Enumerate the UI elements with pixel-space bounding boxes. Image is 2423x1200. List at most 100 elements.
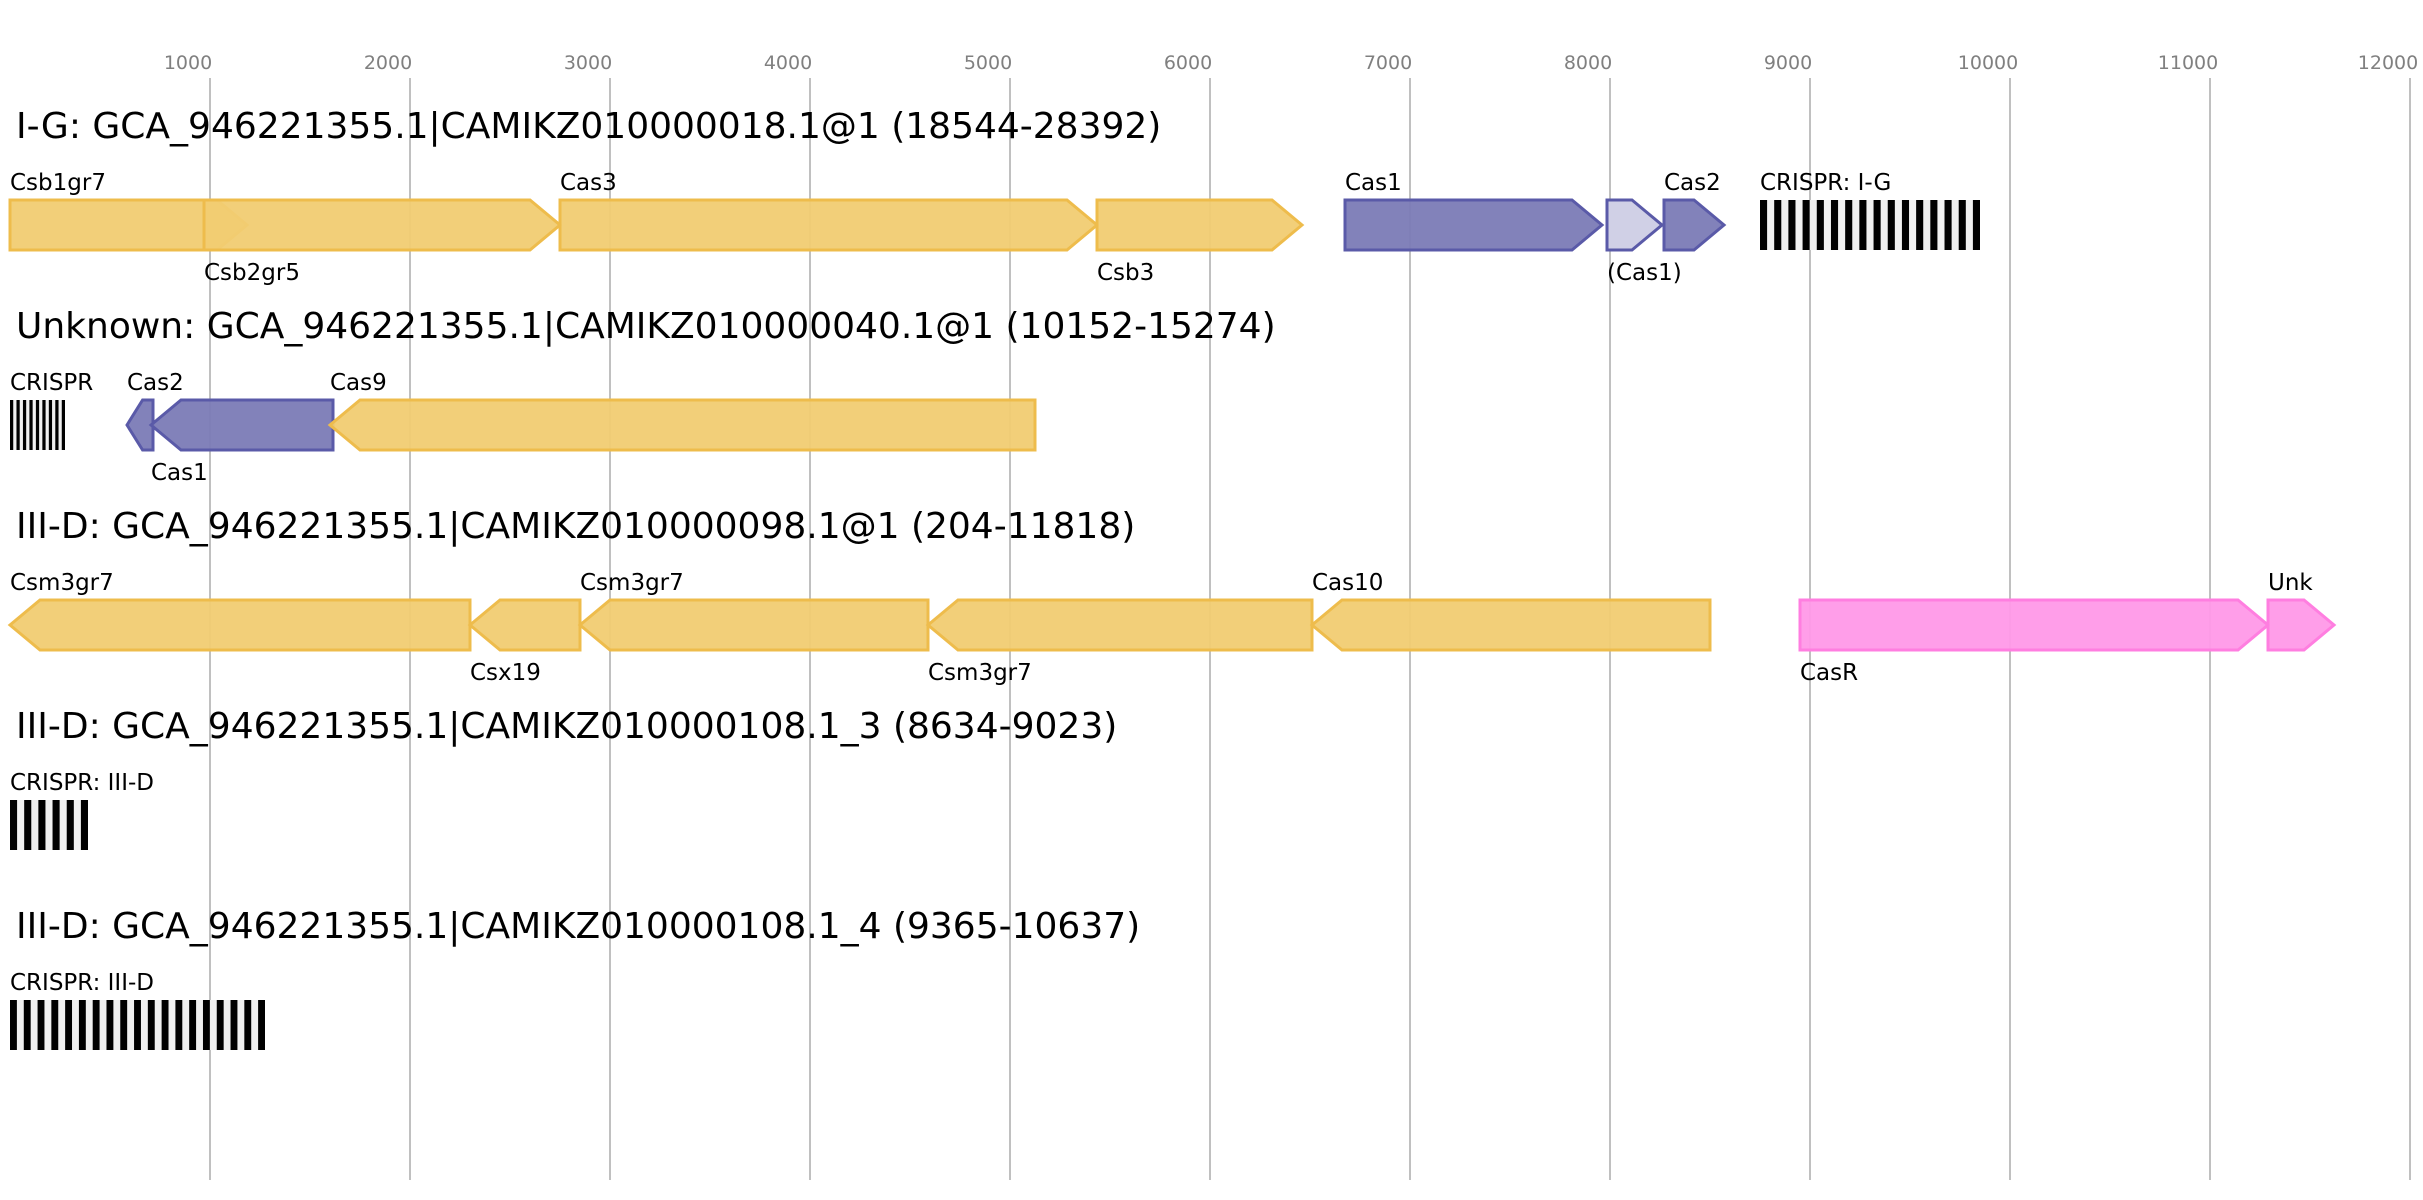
feature-label: (Cas1) bbox=[1607, 260, 1682, 286]
axis-tick-label: 12000 bbox=[2358, 52, 2418, 74]
crispr-repeat bbox=[65, 1000, 73, 1050]
crispr-repeat bbox=[1972, 200, 1980, 250]
gene-shape-adaptation[interactable] bbox=[1662, 198, 1727, 252]
gene-arrow[interactable]: (Cas1) bbox=[1605, 198, 1682, 286]
gene-arrow[interactable]: Cas10 bbox=[1309, 570, 1712, 652]
crispr-repeat bbox=[189, 1000, 197, 1050]
gene-shape-regulator[interactable] bbox=[2266, 598, 2337, 652]
gene-shape-effector[interactable] bbox=[467, 598, 582, 652]
gene-arrow[interactable]: Cas1 bbox=[148, 398, 335, 486]
crispr-repeat bbox=[1901, 200, 1910, 250]
crispr-array[interactable]: CRISPR: III-D bbox=[10, 970, 265, 1050]
axis-tick-label: 9000 bbox=[1764, 52, 1812, 74]
crispr-repeat bbox=[230, 1000, 238, 1050]
track: III-D: GCA_946221355.1|CAMIKZ010000108.1… bbox=[10, 706, 1117, 850]
crispr-repeat bbox=[66, 800, 74, 850]
axis-tick-label: 6000 bbox=[1164, 52, 1212, 74]
gene-arrow[interactable]: Csb3 bbox=[1095, 198, 1305, 286]
feature-label: Csm3gr7 bbox=[10, 570, 114, 596]
feature-label: Cas2 bbox=[1664, 170, 1721, 196]
crispr-repeat bbox=[48, 400, 53, 450]
gene-shape-effector[interactable] bbox=[925, 598, 1314, 652]
gene-arrow[interactable]: Csb1gr7 bbox=[8, 170, 250, 252]
crispr-background bbox=[10, 800, 88, 850]
crispr-repeat bbox=[38, 800, 46, 850]
crispr-repeat bbox=[1760, 200, 1768, 250]
track-title: Unknown: GCA_946221355.1|CAMIKZ010000040… bbox=[16, 306, 1276, 347]
axis-tick-label: 4000 bbox=[764, 52, 812, 74]
gene-arrow[interactable]: Cas2 bbox=[125, 370, 184, 452]
feature-label: Csx19 bbox=[470, 660, 541, 686]
gene-arrow[interactable]: Csb2gr5 bbox=[202, 198, 563, 286]
crispr-array[interactable]: CRISPR: III-D bbox=[10, 770, 154, 850]
feature-label: Unk bbox=[2268, 570, 2313, 596]
crispr-array[interactable]: CRISPR bbox=[10, 370, 93, 450]
gene-shape-regulator[interactable] bbox=[1798, 598, 2271, 652]
crispr-repeat bbox=[1774, 200, 1782, 250]
gene-shape-effector[interactable] bbox=[7, 598, 472, 652]
feature-label: Csb2gr5 bbox=[204, 260, 300, 286]
crispr-repeat bbox=[51, 1000, 59, 1050]
axis-tick-label: 10000 bbox=[1958, 52, 2018, 74]
gene-shape-effector[interactable] bbox=[558, 198, 1100, 252]
crispr-repeat bbox=[1916, 200, 1924, 250]
crispr-repeat bbox=[10, 400, 14, 450]
gene-arrow[interactable]: Cas9 bbox=[327, 370, 1037, 452]
gene-arrow[interactable]: Cas1 bbox=[1343, 170, 1605, 252]
feature-label: CRISPR bbox=[10, 370, 93, 396]
gene-shape-effector[interactable] bbox=[1309, 598, 1712, 652]
crispr-array[interactable]: CRISPR: I-G bbox=[1760, 170, 1980, 250]
feature-label: CRISPR: I-G bbox=[1760, 170, 1891, 196]
crispr-repeat bbox=[24, 800, 32, 850]
gene-arrow[interactable]: Cas3 bbox=[558, 170, 1100, 252]
crispr-repeat bbox=[1930, 200, 1938, 250]
gene-shape-adaptation[interactable] bbox=[148, 398, 335, 452]
crispr-repeat bbox=[16, 400, 20, 450]
axis-tick-label: 5000 bbox=[964, 52, 1012, 74]
gene-shape-effector[interactable] bbox=[577, 598, 930, 652]
axis-tick-label: 2000 bbox=[364, 52, 412, 74]
gene-arrow[interactable]: CasR bbox=[1798, 598, 2271, 686]
gene-arrow[interactable]: Csm3gr7 bbox=[577, 570, 930, 652]
crispr-repeat bbox=[147, 1000, 155, 1050]
track-title: III-D: GCA_946221355.1|CAMIKZ010000108.1… bbox=[16, 706, 1117, 747]
gene-arrow[interactable]: Csm3gr7 bbox=[925, 598, 1314, 686]
crispr-repeat bbox=[1788, 200, 1796, 250]
track: Unknown: GCA_946221355.1|CAMIKZ010000040… bbox=[10, 306, 1276, 486]
crispr-repeat bbox=[55, 400, 59, 450]
crispr-repeat bbox=[37, 1000, 45, 1050]
feature-label: CasR bbox=[1800, 660, 1858, 686]
feature-label: CRISPR: III-D bbox=[10, 770, 154, 796]
crispr-repeat bbox=[258, 1000, 265, 1050]
gene-shape-effector[interactable] bbox=[1095, 198, 1305, 252]
gene-shape-effector[interactable] bbox=[327, 398, 1037, 452]
gene-arrow[interactable]: Csx19 bbox=[467, 598, 582, 686]
track-title: I-G: GCA_946221355.1|CAMIKZ010000018.1@1… bbox=[16, 106, 1161, 147]
crispr-repeat bbox=[52, 800, 60, 850]
crispr-repeat bbox=[35, 400, 40, 450]
gene-shape-adaptation[interactable] bbox=[1343, 198, 1605, 252]
crispr-repeat bbox=[216, 1000, 224, 1050]
crispr-repeat bbox=[1816, 200, 1824, 250]
crispr-repeat bbox=[1802, 200, 1810, 250]
feature-label: Cas10 bbox=[1312, 570, 1383, 596]
gene-arrow[interactable]: Csm3gr7 bbox=[7, 570, 472, 652]
track-title: III-D: GCA_946221355.1|CAMIKZ010000098.1… bbox=[16, 506, 1135, 547]
crispr-repeat bbox=[120, 1000, 128, 1050]
crispr-repeat bbox=[1845, 200, 1853, 250]
crispr-repeat bbox=[202, 1000, 210, 1050]
axis-tick-label: 1000 bbox=[164, 52, 212, 74]
feature-label: Csb3 bbox=[1097, 260, 1154, 286]
crispr-repeat bbox=[1830, 200, 1839, 250]
gene-shape-effector[interactable] bbox=[202, 198, 563, 252]
gene-arrow[interactable]: Unk bbox=[2266, 570, 2337, 652]
crispr-repeat bbox=[244, 1000, 252, 1050]
crispr-repeat bbox=[10, 1000, 17, 1050]
axis-tick-label: 7000 bbox=[1364, 52, 1412, 74]
feature-label: Csm3gr7 bbox=[580, 570, 684, 596]
gene-shape-adaptation_partial[interactable] bbox=[1605, 198, 1665, 252]
gene-arrow[interactable]: Cas2 bbox=[1662, 170, 1727, 252]
crispr-repeat bbox=[92, 1000, 100, 1050]
crispr-repeat bbox=[80, 800, 88, 850]
